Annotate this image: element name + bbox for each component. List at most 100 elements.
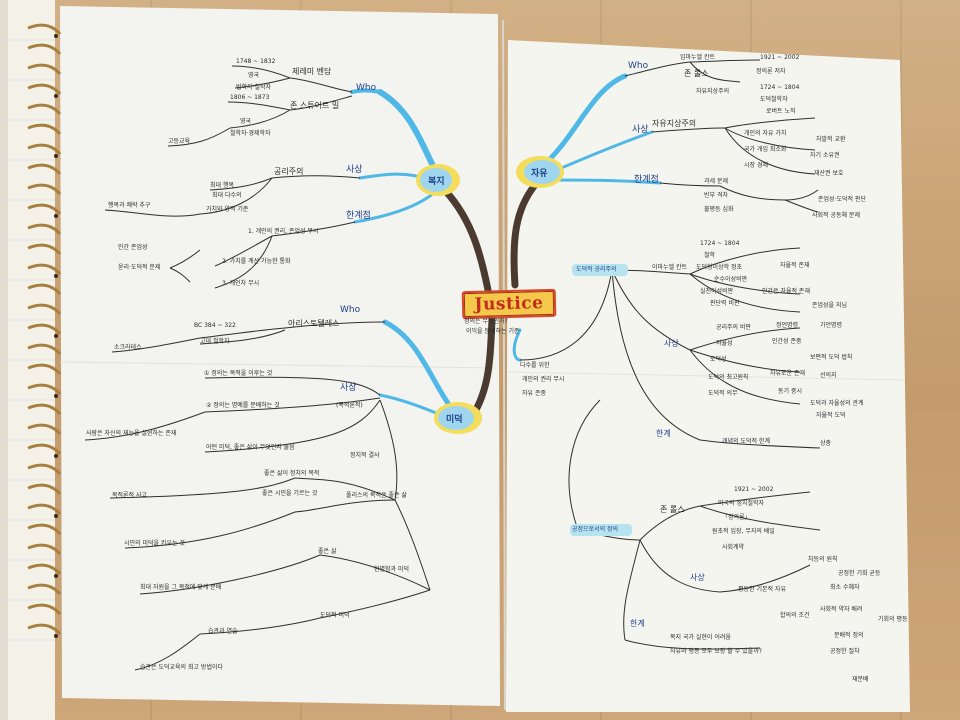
lt-person2-country: 영국 (240, 118, 252, 125)
kant-dates: 1724 ~ 1804 (700, 240, 740, 247)
rt-person1: 존 롤스 (684, 69, 709, 78)
lt-limit3: 3. 개인차 무시 (222, 280, 260, 287)
rt-person2-role: 도덕철학자 (760, 96, 788, 103)
central-title: Justice (474, 293, 544, 315)
lt-person1-country: 영국 (248, 72, 260, 79)
kant-t3: 순수이성비판 (714, 276, 748, 283)
node-label-welfare: 복지 (428, 177, 445, 187)
lb-person-dates: BC 384 ~ 322 (194, 322, 236, 329)
lb-idea2: ② 정의는 명예를 분배하는 것 (206, 402, 280, 409)
lt-limit1: 1. 개인의 권리, 존엄성 무시 (248, 228, 319, 235)
lb-who: Who (340, 305, 361, 315)
kant-t5: 판단력 비판 (710, 300, 740, 307)
rawls-i3: 공정한 기회 균등 (838, 570, 881, 577)
lb-idea13: 현명함과 미덕 (374, 566, 410, 573)
lt-person1-dates: 1748 ~ 1832 (236, 58, 276, 65)
lb-idea7: 좋은 시민을 기르는 것 (262, 490, 318, 497)
lb-idea10: 최대 자원을 그 목적에 맞게 분배 (140, 584, 222, 591)
rawls-i5: 사회적 약자 배려 (820, 606, 863, 613)
rawls-i2: 차등의 원칙 (808, 556, 838, 563)
kant-i14: 자율적 도덕 (816, 412, 846, 419)
kant-t1: 철학 (704, 252, 716, 259)
lb-idea15: 습관과 연습 (208, 628, 238, 635)
rawls-head: 존 롤스 (660, 505, 685, 514)
rawls-limit: 한계 (630, 619, 645, 628)
rt-limit3: 불평등 심화 (704, 206, 734, 213)
arrow-note-3: 자유 존중 (522, 390, 546, 397)
rt-idea1: 자유지상주의 (652, 119, 697, 128)
lt-who: Who (356, 83, 377, 93)
lb-idea2-note: (목적론적) (336, 402, 363, 409)
node-cloud-welfare (416, 164, 460, 196)
rt-idea1-c: 시장 경제 (744, 162, 768, 169)
central-title-box: Justice (461, 288, 557, 320)
kant-head: 이마누엘 칸트 (652, 264, 688, 271)
highlight-kant (572, 264, 628, 276)
rawls-limit-text2: 자유와 평등 모두 보장 할 수 있을까? (670, 648, 762, 655)
spiral-binding (27, 23, 62, 636)
central-subtitle-1: 정의는 무엇인가? (464, 318, 508, 325)
lb-idea14: 도덕적 미덕 (320, 612, 350, 619)
rawls-i1: 평등한 기본적 자유 (738, 586, 786, 593)
kant-t7: 인간은 자율적 존재 (762, 288, 810, 295)
kant-t4: 실천이성비판 (700, 288, 734, 295)
lb-idea4: 어떤 미덕, 좋은 삶이 무엇인지 물음 (206, 444, 295, 451)
kant-i13: 도덕과 자율성의 관계 (810, 400, 864, 407)
lt-person2-note: 고등교육 (168, 138, 191, 145)
lt-idea1: 공리주의 (274, 167, 304, 176)
kant-i12: 동기 중시 (778, 388, 802, 395)
kant-i3: 도덕성 (710, 356, 727, 363)
lb-idea3: 사람은 자신의 재능을 실현하는 존재 (86, 430, 177, 437)
kant-idea: 사상 (664, 339, 679, 348)
rt-limit2: 빈부 격차 (704, 192, 728, 199)
kant-i8: 인간성 존중 (772, 338, 802, 345)
arrow-note-1: 다수를 위한 (520, 362, 550, 369)
rawls-i6: 기회의 평등 (878, 616, 908, 623)
kant-i1: 공리주의 비판 (716, 324, 752, 331)
kant-t6: 자율적 존재 (780, 262, 810, 269)
kant-limit-text: 개념의 도덕적 한계 (722, 438, 770, 445)
kant-i5: 도덕적 의무 (708, 390, 738, 397)
rt-idea1-b: 국가 개입 최소화 (744, 146, 787, 153)
rawls-limit-text1: 복지 국가 실현이 어려움 (670, 634, 731, 641)
arrow-note-2: 개인의 권리 무시 (522, 376, 565, 383)
kant-t8: 존엄성을 지님 (812, 302, 848, 309)
rawls-i7: 분배적 정의 (834, 632, 864, 639)
rt-person1-role: 정의론 저자 (756, 68, 786, 75)
kant-limit: 한계 (656, 429, 671, 438)
rt-idea1-f: 재산권 보호 (814, 170, 844, 177)
lt-idea1-c: 가치와 양적 기준 (206, 206, 249, 213)
lb-person-note: 소크라테스 (114, 344, 142, 351)
lb-idea1: ① 정의는 목적을 이루는 것 (204, 370, 273, 377)
rt-limit-sub: 사회적 공동체 문제 (812, 212, 860, 219)
kant-i6: 정언명령 (776, 322, 799, 329)
lb-idea16: 습관은 도덕교육의 최고 방법이다 (140, 664, 224, 671)
mindmap-branches-ink (84, 59, 821, 671)
rt-person2-dates: 1724 ~ 1804 (760, 84, 800, 91)
lt-limit-note2: 윤리·도덕적 문제 (118, 264, 161, 271)
rt-idea1-e: 자기 소유권 (810, 152, 840, 159)
lb-idea12: 좋은 삶 (318, 548, 337, 555)
lt-person2: 존 스튜어트 밀 (290, 101, 340, 110)
rawls-t3: 원초적 입장, 무지의 베일 (712, 528, 775, 535)
kant-i7: 가언명령 (820, 322, 843, 329)
node-cloud-virtue (434, 402, 482, 434)
lb-idea11: 목적론적 사고 (112, 492, 148, 499)
rt-limit: 한계점 (634, 175, 659, 185)
kant-t2: 도덕형이상학 정초 (696, 264, 743, 271)
lt-person1-role: 법학자·철학자 (236, 84, 272, 91)
lb-idea8: 시민의 미덕을 키우는 것 (124, 540, 185, 547)
rawls-t4: 사회계약 (722, 544, 745, 551)
rt-idea1-d: 자발적 교환 (816, 136, 846, 143)
lt-limit2: 2. 가치를 계산 가능한 통화 (222, 258, 291, 265)
lb-idea9: 폴리스의 목적은 좋은 삶 (346, 492, 407, 499)
lb-person-role: 고대 철학자 (200, 338, 230, 345)
lt-idea: 사상 (346, 165, 363, 175)
lb-idea6: 정치적 결사 (350, 452, 380, 459)
lt-idea1-d: 행복과 쾌락 추구 (108, 202, 151, 209)
rawls-i8: 공정한 절차 (830, 648, 860, 655)
lt-idea1-b: 최대 다수의 (212, 192, 242, 199)
kant-i2: 자율성 (716, 340, 733, 347)
